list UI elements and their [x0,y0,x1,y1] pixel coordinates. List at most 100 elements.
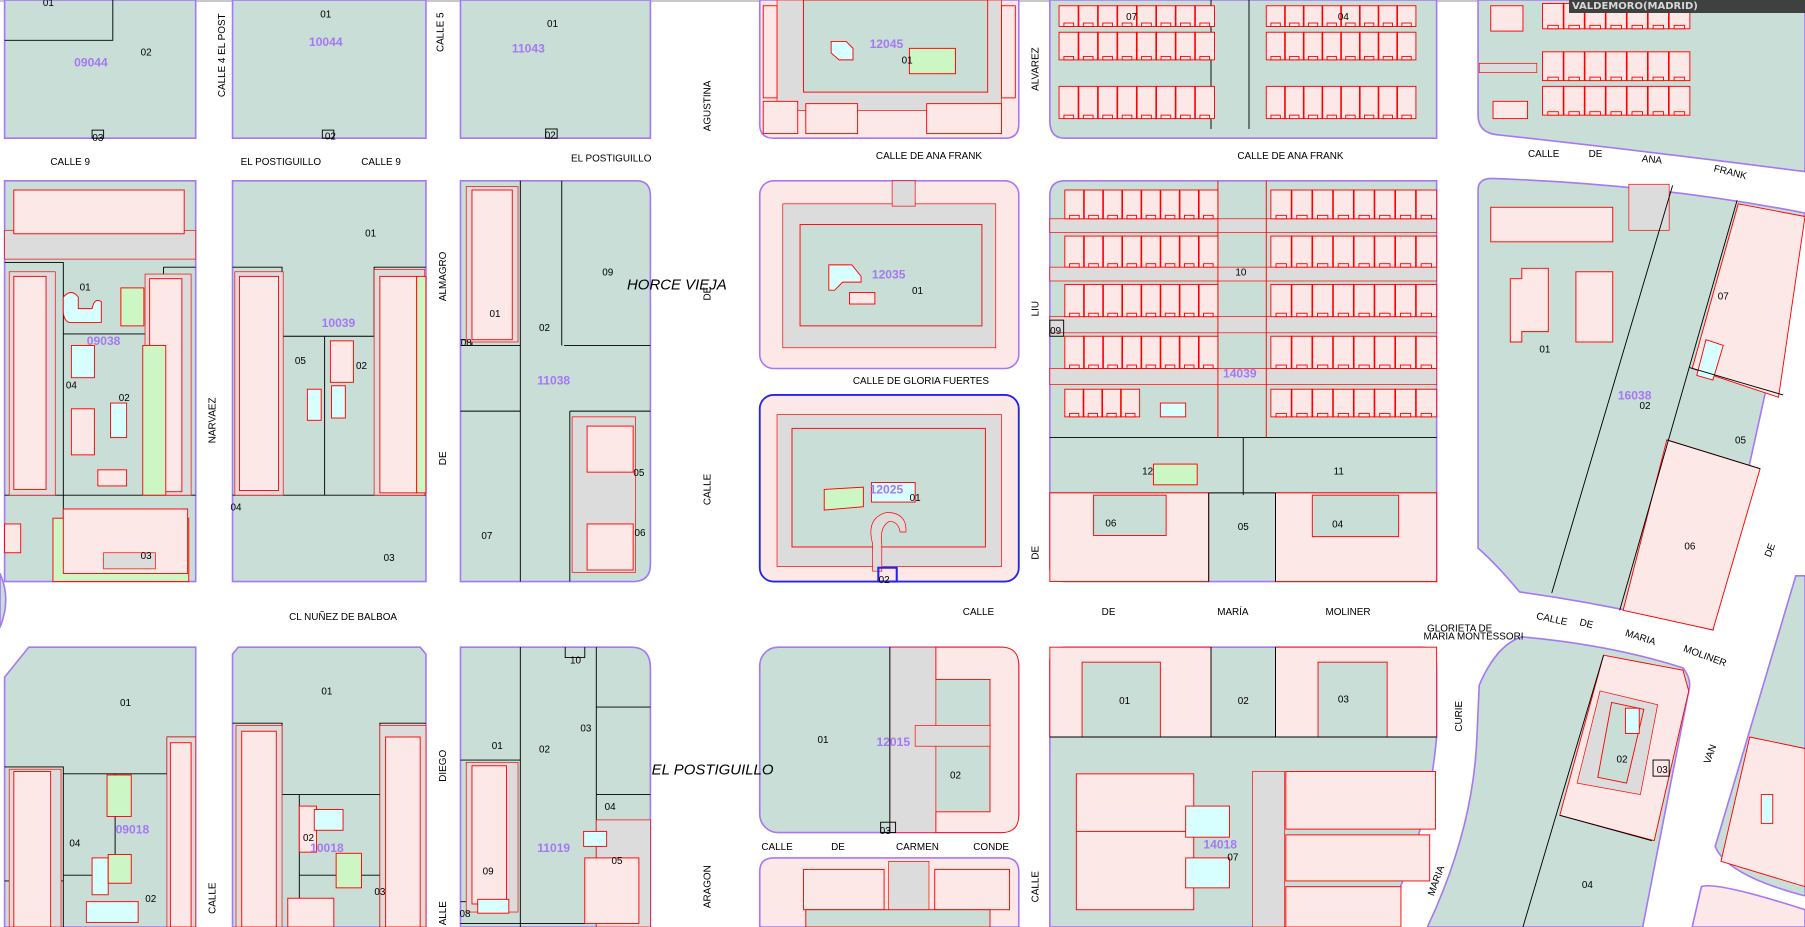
townhouse-porch [1673,24,1686,30]
townhouse-porch [1547,76,1559,82]
townhouse-porch [1141,114,1152,120]
townhouse-row [1542,51,1691,82]
townhouse-divider [1135,31,1138,61]
townhouse-divider [1121,189,1124,220]
townhouse-porch [1125,412,1136,418]
parcel-number-label: 05 [1238,522,1249,533]
block-van-east[interactable] [1691,574,1805,927]
block-curie-van[interactable] [1426,635,1691,927]
townhouse-divider [1394,283,1396,318]
townhouse-porch [1102,55,1113,61]
townhouse-porch [1673,76,1686,82]
townhouse-divider [1121,335,1124,369]
street-name-label: MARIA MONTESSORI [1423,631,1523,642]
street-name-label: ALLE [438,901,449,926]
townhouse-divider [1583,51,1586,82]
street-name-label: DE [1763,542,1778,559]
block-townhouses-north[interactable] [1049,0,1438,139]
parcel-number-label: 02 [1616,755,1627,766]
street-name-label: CALLE 9 [50,157,90,168]
townhouse-porch [1296,312,1308,318]
townhouse-porch [1289,22,1300,27]
block-south-carmen[interactable] [758,857,1020,927]
block-12015[interactable] [758,646,1020,834]
block-number-label: 10018 [310,841,344,855]
townhouse-divider [1321,5,1324,27]
block-number-label: 12015 [876,735,910,749]
townhouse-divider [1120,388,1122,418]
townhouse-porch [1107,263,1118,268]
townhouse-divider [1352,235,1355,268]
townhouse-divider [1373,388,1376,418]
parcel-number-label: 09 [602,268,613,279]
townhouse-divider [1358,31,1361,61]
block-number-label: 14039 [1223,366,1257,380]
block-number-label: 10044 [309,35,343,49]
block-16038[interactable] [1477,177,1805,631]
parcel-number-label: 07 [481,531,492,542]
townhouse-divider [1102,335,1104,369]
townhouse-divider [1340,85,1342,120]
street-name-label: DE [831,842,845,853]
townhouse-divider [1394,388,1396,418]
townhouse-divider [1121,283,1124,318]
townhouse-porch [1399,364,1412,369]
townhouse-divider [1373,189,1376,220]
block-12035[interactable] [758,179,1020,370]
street-name-label: CALLE [1535,611,1568,628]
block-11038[interactable] [459,179,652,583]
townhouse-porch [1345,55,1356,61]
block-09044[interactable] [3,0,197,139]
block-10044[interactable] [231,0,427,139]
townhouse-divider [1668,85,1670,116]
townhouse-porch [1088,214,1099,220]
parcel-number-label: 01 [321,687,332,698]
block-12025-selected[interactable] [758,394,1020,583]
street-name-label: ARAGON [703,865,714,908]
townhouse-porch [1307,22,1319,27]
block-number-label: 11043 [512,42,545,56]
block-10018[interactable] [231,646,427,927]
townhouse-divider [1290,189,1293,220]
block-11043[interactable] [459,0,652,139]
parcel-number-label: 01 [818,735,829,746]
block-10039[interactable] [231,179,427,583]
townhouse-divider [1077,5,1080,27]
townhouse-porch [1364,55,1375,61]
block-09018[interactable] [3,646,197,927]
townhouse-divider [1077,85,1080,120]
parcel-number-label: 02 [950,771,961,782]
parcel-number-label: 01 [365,228,376,239]
townhouse-divider [1332,283,1334,318]
block-14018[interactable] [1049,646,1438,927]
block-number-label: 11019 [537,841,570,855]
townhouse-divider [1562,2,1565,30]
townhouse-porch [1631,24,1643,30]
townhouse-divider [1140,189,1143,220]
block-14039[interactable] [1049,179,1438,583]
townhouse-divider [1562,51,1565,82]
townhouse-porch [1270,114,1281,120]
townhouse-divider [1332,189,1334,220]
block-09038[interactable] [3,179,197,583]
street-name-label: CALLE [703,473,714,505]
townhouse-porch [1180,22,1191,27]
block-12045[interactable] [758,0,1020,139]
parcel-number-label: 05 [612,856,623,867]
townhouse-porch [1364,114,1375,120]
townhouse-porch [1063,55,1075,61]
townhouse-divider [1668,51,1670,82]
block-11019[interactable] [459,646,652,927]
townhouse-divider [1082,388,1085,418]
townhouse-porch [1296,263,1308,268]
block-ana-frank-east[interactable] [1477,0,1805,173]
townhouse-divider [1415,189,1417,220]
townhouse-porch [1069,263,1080,268]
block-number-label: 16038 [1618,388,1652,402]
parcel-number-label: 10 [1235,268,1246,279]
townhouse-porch [1652,24,1665,30]
townhouse-porch [1337,214,1350,220]
townhouse-divider [1394,235,1396,268]
townhouse-divider [1197,189,1200,220]
